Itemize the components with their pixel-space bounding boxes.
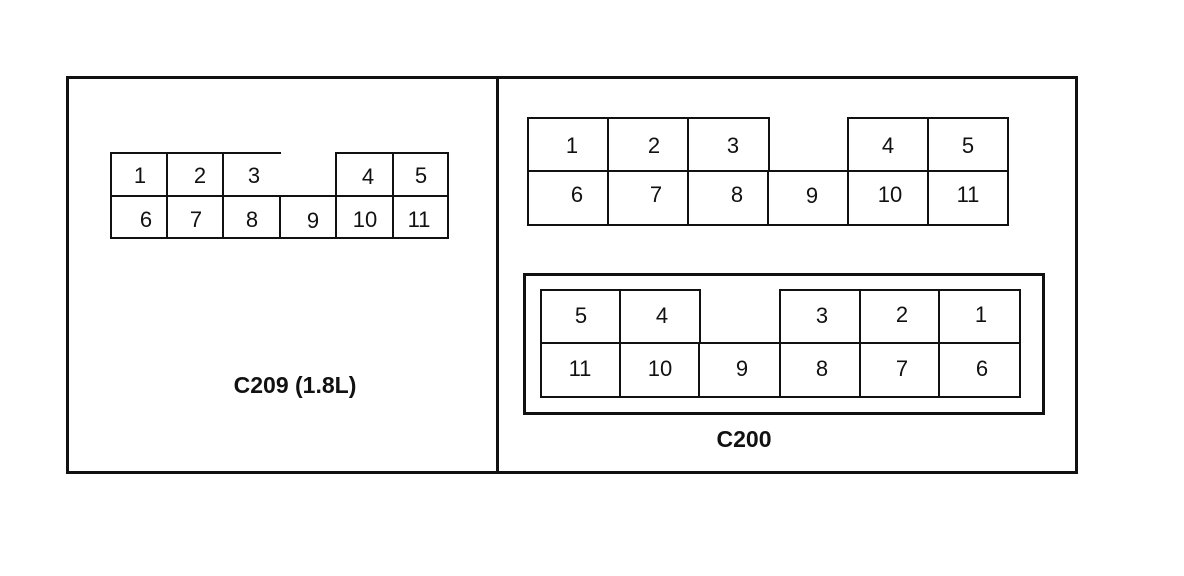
c209-pin-2: 2 [193, 163, 207, 188]
c200-top-pin-10: 10 [877, 182, 903, 207]
c200-housing-pin-2: 2 [895, 302, 909, 327]
c209-pin-3: 3 [247, 163, 261, 188]
c200-top-cavity-11 [927, 170, 1009, 226]
c200-top-cavity-8 [687, 170, 770, 226]
panel-divider [496, 76, 499, 471]
c200-top-pin-6: 6 [570, 182, 584, 207]
c200-housing-pin-3: 3 [815, 303, 829, 328]
c209-pin-7: 7 [189, 207, 203, 232]
c209-pin-4: 4 [361, 164, 375, 189]
c209-pin-5: 5 [414, 163, 428, 188]
c209-label: C209 (1.8L) [233, 372, 357, 398]
c209-cavity-11 [392, 195, 449, 239]
c200-top-pin-3: 3 [726, 133, 740, 158]
c200-housing-pin-4: 4 [655, 303, 669, 328]
c200-top-cavity-3 [687, 117, 770, 173]
c200-housing-pin-11: 11 [568, 356, 592, 381]
c200-housing-cavity-3 [779, 289, 862, 345]
c200-housing-pin-1: 1 [974, 302, 988, 327]
c200-housing-pin-6: 6 [975, 356, 989, 381]
c200-top-pin-9: 9 [805, 183, 819, 208]
c209-cavity-2 [166, 152, 224, 197]
c200-top-pin-4: 4 [881, 133, 895, 158]
c200-top-cavity-7 [607, 170, 690, 226]
c200-housing-cavity-11 [540, 342, 622, 398]
diagram-frame [66, 76, 1078, 474]
c209-cavity-5 [392, 152, 449, 197]
c200-housing-pin-9: 9 [735, 356, 749, 381]
c209-pin-11: 11 [407, 207, 431, 232]
c209-cavity-10 [335, 195, 394, 239]
c200-housing-pin-7: 7 [895, 356, 909, 381]
c200-top-pin-11: 11 [956, 182, 980, 207]
c200-housing-cavity-6 [938, 342, 1021, 398]
c209-pin-6: 6 [139, 207, 153, 232]
c200-top-cavity-9 [767, 170, 850, 226]
c209-pin-1: 1 [133, 163, 147, 188]
c200-top-pin-1: 1 [565, 133, 579, 158]
c200-top-pin-7: 7 [649, 182, 663, 207]
c200-housing-cavity-7 [859, 342, 941, 398]
c200-housing-cavity-8 [779, 342, 862, 398]
c200-housing-cavity-2 [859, 289, 941, 345]
c200-housing-cavity-1 [938, 289, 1021, 345]
c200-top-cavity-2 [607, 117, 690, 173]
c209-pin-9: 9 [306, 208, 320, 233]
c209-pin-8: 8 [245, 207, 259, 232]
c200-housing-pin-8: 8 [815, 356, 829, 381]
c209-pin-10: 10 [352, 207, 378, 232]
c200-housing-outline [523, 273, 1045, 415]
c200-label: C200 [716, 426, 772, 452]
c200-top-cavity-1 [527, 117, 610, 173]
c200-housing-pin-10: 10 [647, 356, 673, 381]
c200-housing-cavity-10 [619, 342, 701, 398]
c200-top-pin-5: 5 [961, 133, 975, 158]
c200-top-pin-2: 2 [647, 133, 661, 158]
c200-top-pin-8: 8 [730, 182, 744, 207]
c200-housing-pin-5: 5 [574, 303, 588, 328]
